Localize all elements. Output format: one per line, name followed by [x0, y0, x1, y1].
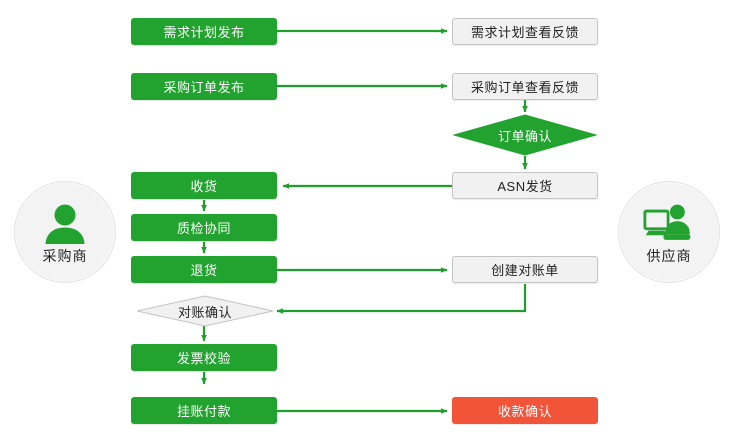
- node-label: 挂账付款: [176, 404, 231, 419]
- actor-supplier[interactable]: 供应商: [618, 181, 720, 283]
- node-label: 发票校验: [176, 351, 231, 366]
- diamond-shape: [136, 295, 274, 327]
- node-receipt-confirm[interactable]: 收款确认: [452, 397, 598, 424]
- person-icon: [45, 204, 85, 244]
- node-create-statement[interactable]: 创建对账单: [452, 256, 598, 283]
- node-asn-ship[interactable]: ASN发货: [452, 172, 598, 199]
- diamond-shape: [453, 114, 597, 156]
- node-order-confirm[interactable]: 订单确认: [453, 114, 597, 156]
- node-label: 需求计划查看反馈: [470, 25, 579, 40]
- actor-buyer[interactable]: 采购商: [14, 181, 116, 283]
- node-po-publish[interactable]: 采购订单发布: [131, 73, 277, 100]
- node-label: ASN发货: [497, 179, 553, 194]
- node-po-feedback[interactable]: 采购订单查看反馈: [452, 73, 598, 100]
- node-label: 需求计划发布: [163, 25, 245, 40]
- node-label: 创建对账单: [491, 263, 559, 278]
- node-label: 收款确认: [497, 404, 552, 419]
- node-quality-collab[interactable]: 质检协同: [131, 214, 277, 241]
- node-receive-goods[interactable]: 收货: [131, 172, 277, 199]
- node-demand-plan-publish[interactable]: 需求计划发布: [131, 18, 277, 45]
- node-label: 采购订单发布: [163, 80, 245, 95]
- node-return-goods[interactable]: 退货: [131, 256, 277, 283]
- node-label: 质检协同: [176, 221, 231, 236]
- actor-buyer-label: 采购商: [42, 247, 88, 264]
- person-with-computer-icon: [643, 204, 691, 240]
- node-label: 采购订单查看反馈: [470, 80, 579, 95]
- node-invoice-verify[interactable]: 发票校验: [131, 344, 277, 371]
- node-label: 对账确认: [177, 304, 232, 320]
- node-pay-on-account[interactable]: 挂账付款: [131, 397, 277, 424]
- edge-statement-confirm: [276, 284, 527, 314]
- node-label: 收货: [190, 179, 218, 194]
- node-label: 订单确认: [497, 128, 552, 144]
- node-statement-confirm[interactable]: 对账确认: [136, 295, 274, 327]
- node-label: 退货: [190, 263, 218, 278]
- actor-supplier-label: 供应商: [646, 247, 692, 264]
- node-demand-plan-feedback[interactable]: 需求计划查看反馈: [452, 18, 598, 45]
